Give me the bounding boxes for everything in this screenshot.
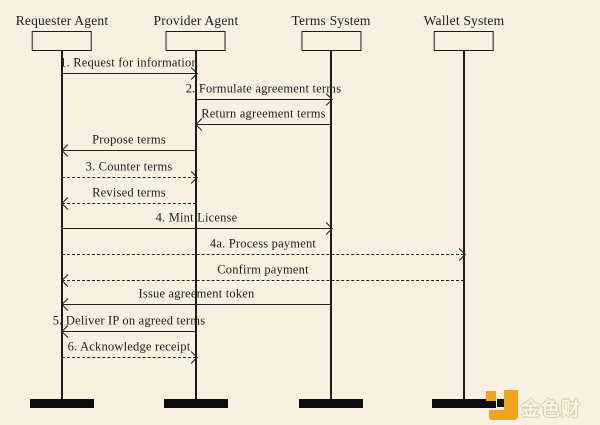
lifeline-requester (61, 50, 63, 402)
message-label: Revised terms (92, 185, 166, 200)
arrowhead-icon (61, 197, 74, 211)
actor-label: Requester Agent (15, 13, 109, 28)
message-label: Issue agreement token (138, 286, 255, 301)
actor-head-box (31, 31, 92, 51)
message-line (196, 99, 331, 100)
message-line (62, 203, 196, 204)
message-label: Return agreement terms (201, 106, 326, 121)
message-line (62, 254, 464, 255)
message-line (62, 150, 196, 151)
endbar-terms (299, 399, 363, 408)
message-line (62, 304, 331, 305)
message-line (62, 177, 196, 178)
message-line (62, 357, 196, 358)
message-label: 3. Counter terms (85, 159, 173, 174)
lifeline-terms (330, 50, 332, 402)
message-label: 4a. Process payment (209, 236, 317, 251)
actor-label: Provider Agent (153, 13, 239, 28)
endbar-wallet (432, 399, 496, 408)
lifeline-wallet (463, 50, 465, 402)
actor-wallet-system: Wallet System (424, 13, 505, 51)
endbar-requester (30, 399, 94, 408)
message-label: 4. Mint License (155, 210, 238, 225)
actor-head-box (300, 31, 361, 51)
lifeline-provider (195, 50, 197, 402)
arrowhead-icon (61, 274, 74, 288)
message-line (196, 124, 331, 125)
message-line (62, 280, 464, 281)
message-line (62, 73, 196, 74)
arrowhead-icon (61, 144, 74, 158)
arrowhead-icon (61, 298, 74, 312)
message-label: 2. Formulate agreement terms (185, 81, 342, 96)
message-label: 6. Acknowledge receipt (67, 339, 191, 354)
actor-terms-system: Terms System (291, 13, 370, 51)
actor-provider-agent: Provider Agent (154, 13, 239, 51)
actor-label: Wallet System (423, 13, 505, 28)
message-label: 1. Request for information (60, 55, 198, 70)
message-line (62, 228, 331, 229)
actor-label: Terms System (291, 13, 371, 28)
watermark-logo-dot (486, 391, 496, 401)
endbar-provider (164, 399, 228, 408)
watermark-logo-black-square (497, 399, 505, 407)
actor-head-box (433, 31, 494, 51)
watermark-logo-foot (489, 410, 506, 420)
message-line (62, 331, 196, 332)
message-label: 5. Deliver IP on agreed terms (52, 313, 206, 328)
watermark-logo-vertical (504, 390, 518, 420)
message-label: Confirm payment (217, 262, 309, 277)
actor-requester-agent: Requester Agent (16, 13, 109, 51)
actor-head-box (165, 31, 226, 51)
message-label: Propose terms (92, 132, 166, 147)
watermark-text: 金色财经 (521, 399, 582, 420)
